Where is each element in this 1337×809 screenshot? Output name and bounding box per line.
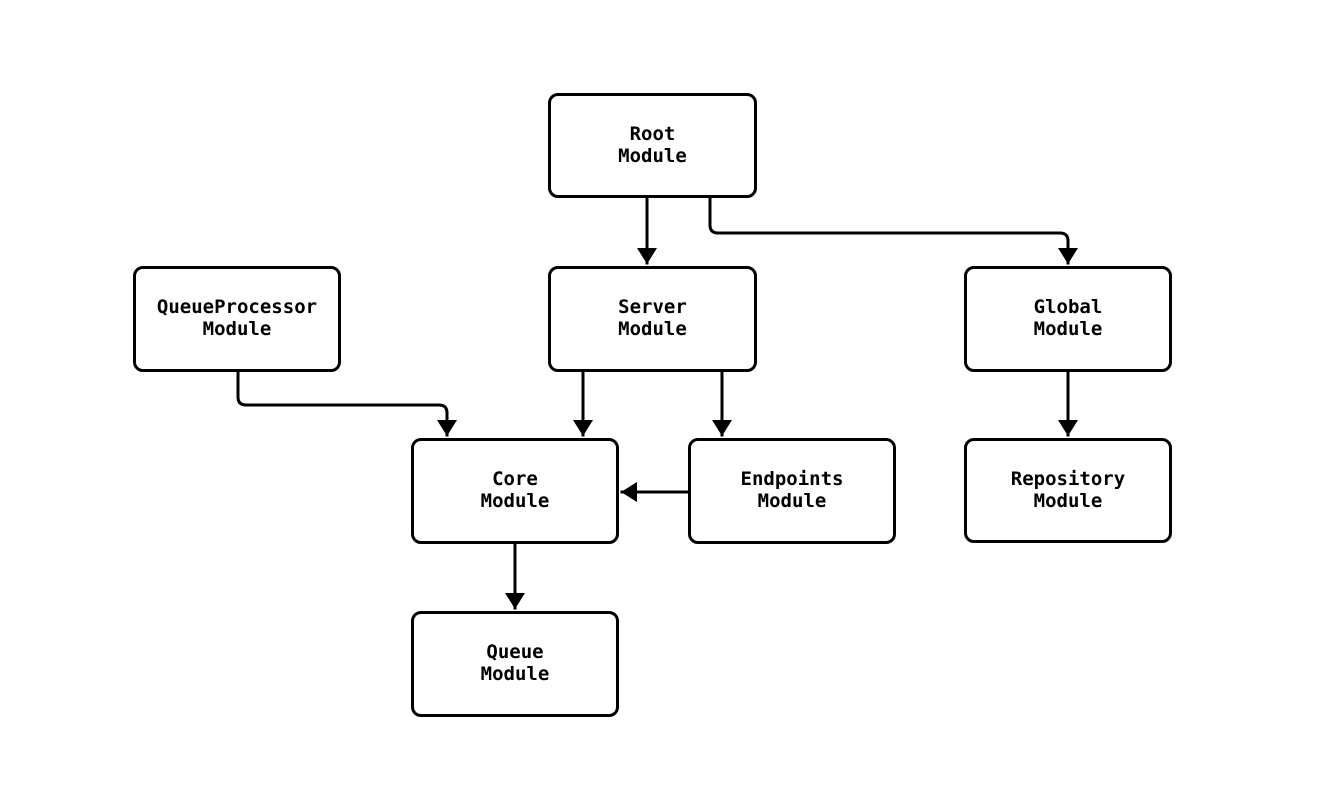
node-queue-module-label: Queue Module [480, 641, 550, 685]
node-queueprocessor-module-label: QueueProcessor Module [156, 296, 318, 340]
node-repository-module: Repository Module [964, 438, 1172, 543]
node-queue-module: Queue Module [411, 611, 619, 717]
node-global-module-label: Global Module [1033, 296, 1103, 340]
node-root-module-label: Root Module [618, 122, 687, 167]
node-endpoints-module: Endpoints Module [688, 438, 896, 544]
node-repository-module-label: Repository Module [1010, 467, 1126, 512]
edge-queueprocessor-to-core [236, 370, 457, 437]
node-root-module: Root Module [548, 93, 757, 198]
node-endpoints-module-label: Endpoints Module [740, 468, 844, 512]
node-global-module: Global Module [964, 266, 1172, 372]
node-queueprocessor-module: QueueProcessor Module [133, 266, 341, 372]
node-server-module-label: Server Module [618, 296, 687, 340]
edge-root-to-global [708, 196, 1078, 265]
node-server-module: Server Module [548, 266, 757, 372]
node-core-module-label: Core Module [480, 468, 550, 512]
node-core-module: Core Module [411, 438, 619, 544]
